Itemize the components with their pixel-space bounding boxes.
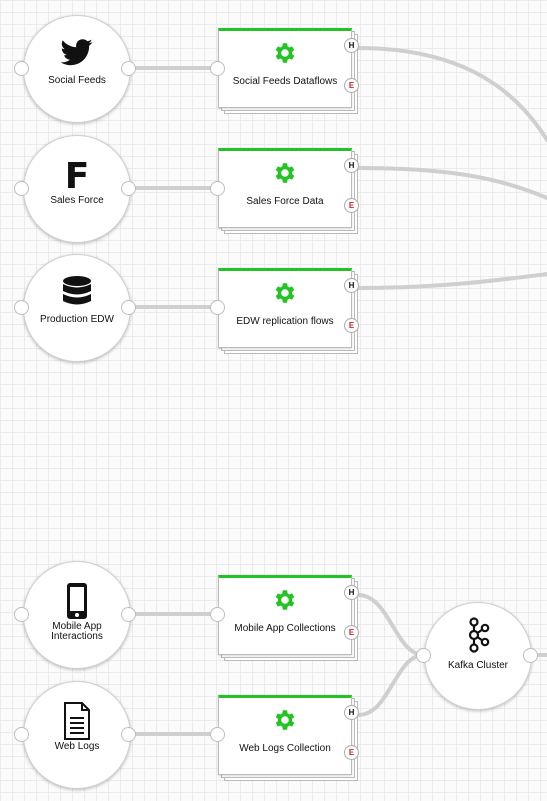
- output-port[interactable]: [121, 727, 136, 742]
- source-label: Sales Force: [50, 195, 104, 206]
- output-port[interactable]: [121, 61, 136, 76]
- h-badge[interactable]: H: [344, 705, 359, 720]
- twitter-bird-icon: [24, 36, 130, 74]
- output-port[interactable]: [523, 648, 538, 663]
- source-node-sales-force[interactable]: F Sales Force: [23, 135, 131, 243]
- input-port[interactable]: [14, 727, 29, 742]
- source-label: Web Logs: [54, 741, 100, 752]
- source-node-production-edw[interactable]: Production EDW: [23, 254, 131, 362]
- e-badge[interactable]: E: [344, 625, 359, 640]
- letter-f-icon: F: [24, 156, 130, 194]
- source-label: Production EDW: [40, 314, 114, 325]
- flow-node-mobile-app-collections[interactable]: Mobile App Collections H E: [218, 575, 359, 661]
- flow-label: Social Feeds Dataflows: [232, 76, 338, 87]
- e-badge[interactable]: E: [344, 198, 359, 213]
- gear-icon: [275, 283, 295, 303]
- flow-label: Mobile App Collections: [234, 623, 336, 634]
- kafka-cluster-node[interactable]: Kafka Cluster: [424, 602, 532, 710]
- input-port[interactable]: [14, 607, 29, 622]
- input-port[interactable]: [210, 727, 225, 742]
- gear-icon: [275, 43, 295, 63]
- wire-edw-flow-out: [356, 272, 547, 290]
- gear-icon: [275, 590, 295, 610]
- h-badge[interactable]: H: [344, 158, 359, 173]
- h-badge[interactable]: H: [344, 585, 359, 600]
- input-port[interactable]: [416, 648, 431, 663]
- h-badge[interactable]: H: [344, 38, 359, 53]
- flow-node-web-logs-collection[interactable]: Web Logs Collection H E: [218, 695, 359, 781]
- database-icon: [24, 275, 130, 313]
- input-port[interactable]: [14, 61, 29, 76]
- source-label: Mobile App Interactions: [51, 621, 103, 642]
- flow-label: EDW replication flows: [236, 316, 334, 327]
- flow-node-sales-force-data[interactable]: Sales Force Data H E: [218, 148, 359, 234]
- kafka-label: Kafka Cluster: [447, 660, 509, 671]
- wire-salesforce-flow-out: [356, 166, 547, 200]
- source-label: Social Feeds: [48, 75, 106, 86]
- flow-node-edw-replication-flows[interactable]: EDW replication flows H E: [218, 268, 359, 354]
- h-badge[interactable]: H: [344, 278, 359, 293]
- wire-social-flow-out: [356, 46, 547, 142]
- wire-weblogs-flow-to-kafka: [356, 653, 426, 717]
- source-node-web-logs[interactable]: Web Logs: [23, 681, 131, 789]
- kafka-icon: [425, 617, 531, 653]
- input-port[interactable]: [14, 181, 29, 196]
- input-port[interactable]: [210, 607, 225, 622]
- output-port[interactable]: [121, 607, 136, 622]
- wire-mobile-flow-to-kafka: [356, 593, 426, 657]
- gear-icon: [275, 163, 295, 183]
- document-icon: [24, 702, 130, 740]
- output-port[interactable]: [121, 300, 136, 315]
- input-port[interactable]: [210, 61, 225, 76]
- svg-text:F: F: [65, 156, 90, 192]
- flow-label: Web Logs Collection: [239, 743, 331, 754]
- source-node-social-feeds[interactable]: Social Feeds: [23, 15, 131, 123]
- source-node-mobile-app-interactions[interactable]: Mobile App Interactions: [23, 561, 131, 669]
- smartphone-icon: [24, 582, 130, 620]
- output-port[interactable]: [121, 181, 136, 196]
- e-badge[interactable]: E: [344, 745, 359, 760]
- input-port[interactable]: [210, 181, 225, 196]
- e-badge[interactable]: E: [344, 318, 359, 333]
- e-badge[interactable]: E: [344, 78, 359, 93]
- gear-icon: [275, 710, 295, 730]
- flow-node-social-feeds-dataflows[interactable]: Social Feeds Dataflows H E: [218, 28, 359, 114]
- flow-label: Sales Force Data: [246, 196, 324, 207]
- input-port[interactable]: [14, 300, 29, 315]
- input-port[interactable]: [210, 300, 225, 315]
